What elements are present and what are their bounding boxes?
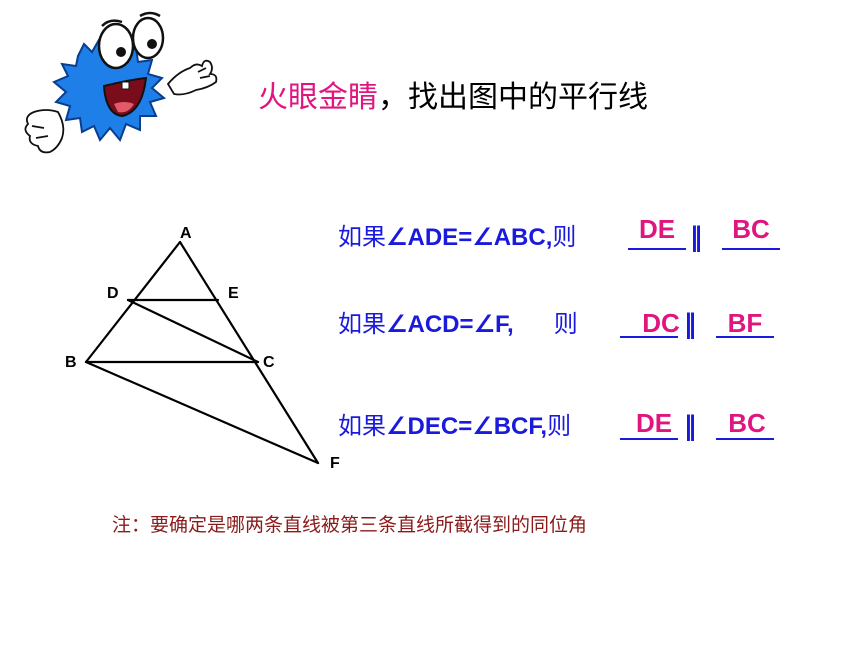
row-3-blank-1 xyxy=(620,438,678,440)
mascot-right-hand xyxy=(166,59,218,96)
row-2-blank-2 xyxy=(716,336,774,338)
label-point-F: F xyxy=(330,455,340,472)
statement-row-2: 如果∠ACD=∠F, 则 xyxy=(338,309,578,340)
row-3-blank-2 xyxy=(716,438,774,440)
row-1-angle: ∠ADE=∠ABC, xyxy=(386,224,553,251)
note-text: 注：要确定是哪两条直线被第三条直线所截得到的同位角 xyxy=(112,514,588,536)
statement-row-3: 如果∠DEC=∠BCF,则 xyxy=(338,411,571,442)
statement-row-1: 如果∠ADE=∠ABC,则 xyxy=(338,222,576,253)
title-highlight: 火眼金睛 xyxy=(258,80,378,115)
row-1-blank-1 xyxy=(628,248,686,250)
row-1-prefix: 如果 xyxy=(338,223,386,251)
row-3-answer-1: DE xyxy=(635,408,673,438)
mascot-mouth xyxy=(102,76,148,118)
row-3-prefix: 如果 xyxy=(338,412,386,440)
row-3-answer-2: BC xyxy=(728,408,766,438)
row-2-answer-2: BF xyxy=(727,308,763,338)
mascot-right-eye xyxy=(131,16,165,60)
mascot-illustration xyxy=(24,11,218,154)
row-1-answer-1: DE xyxy=(638,214,676,244)
row-2-blank-1 xyxy=(620,336,678,338)
row-3-angle: ∠DEC=∠BCF, xyxy=(386,413,548,440)
segment-BF xyxy=(84,360,320,465)
mascot-left-hand xyxy=(24,109,65,154)
row-1-blank-2 xyxy=(722,248,780,250)
row-1-answer-2: BC xyxy=(732,214,770,244)
row-2-angle: ∠ACD=∠F, xyxy=(386,311,514,338)
page-title: 火眼金睛，找出图中的平行线 xyxy=(258,78,648,118)
row-2-prefix: 如果 xyxy=(338,310,386,338)
row-1-parallel: ∥ xyxy=(690,222,703,252)
label-point-D: D xyxy=(107,285,119,302)
row-2-answer-1: DC xyxy=(642,308,680,338)
row-1-then: 则 xyxy=(552,223,577,251)
label-point-A: A xyxy=(180,225,192,242)
segment-DC xyxy=(126,298,260,364)
title-rest: ，找出图中的平行线 xyxy=(378,80,648,115)
row-2-then: 则 xyxy=(553,310,578,338)
label-point-B: B xyxy=(65,354,77,371)
row-3-parallel: ∥ xyxy=(684,411,697,441)
label-point-E: E xyxy=(228,285,239,302)
row-3-then: 则 xyxy=(547,412,572,440)
row-2-parallel: ∥ xyxy=(684,309,697,339)
label-point-C: C xyxy=(263,354,275,371)
segment-AF xyxy=(178,240,320,465)
